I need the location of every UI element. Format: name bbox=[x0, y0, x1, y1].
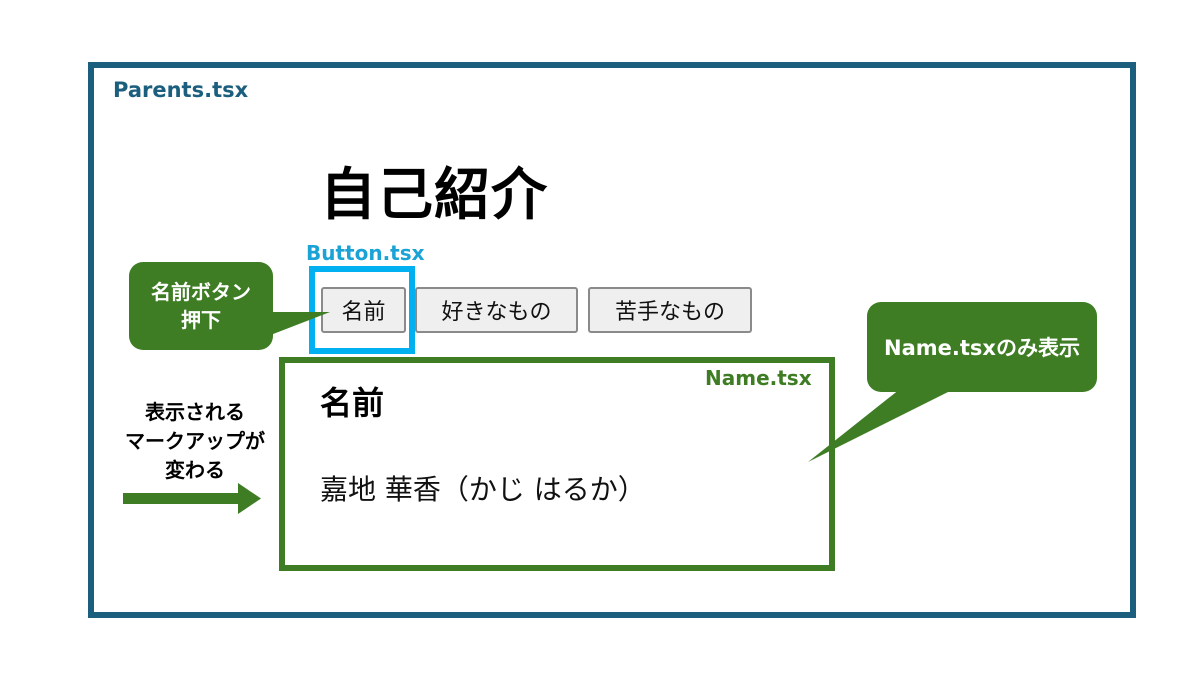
callout-line: 押下 bbox=[181, 308, 221, 332]
name-component-frame bbox=[279, 357, 835, 571]
name-button[interactable]: 名前 bbox=[321, 287, 406, 333]
name-file-label: Name.tsx bbox=[705, 366, 812, 390]
arrow-head-icon bbox=[238, 483, 261, 514]
button-press-callout: 名前ボタン 押下 bbox=[129, 262, 273, 350]
name-value: 嘉地 華香（かじ はるか） bbox=[320, 473, 646, 506]
section-heading: 名前 bbox=[320, 384, 385, 422]
note-line: 表示される bbox=[145, 400, 245, 424]
arrow-shaft bbox=[123, 493, 241, 504]
dislikes-button[interactable]: 苦手なもの bbox=[588, 287, 752, 333]
button-component-highlight bbox=[309, 266, 415, 354]
callout-text: Name.tsxのみ表示 bbox=[884, 336, 1080, 360]
left-callout-tail bbox=[268, 312, 330, 336]
markup-change-note: 表示される マークアップが 変わる bbox=[105, 398, 285, 485]
parents-component-frame bbox=[88, 62, 1136, 618]
note-line: マークアップが bbox=[125, 429, 265, 453]
name-only-callout: Name.tsxのみ表示 bbox=[867, 302, 1097, 392]
page-title: 自己紹介 bbox=[320, 163, 548, 228]
callout-line: 名前ボタン bbox=[151, 280, 251, 304]
note-line: 変わる bbox=[165, 458, 225, 482]
button-file-label: Button.tsx bbox=[306, 241, 425, 265]
likes-button[interactable]: 好きなもの bbox=[415, 287, 578, 333]
parents-file-label: Parents.tsx bbox=[113, 78, 249, 102]
right-callout-tail bbox=[808, 385, 962, 462]
